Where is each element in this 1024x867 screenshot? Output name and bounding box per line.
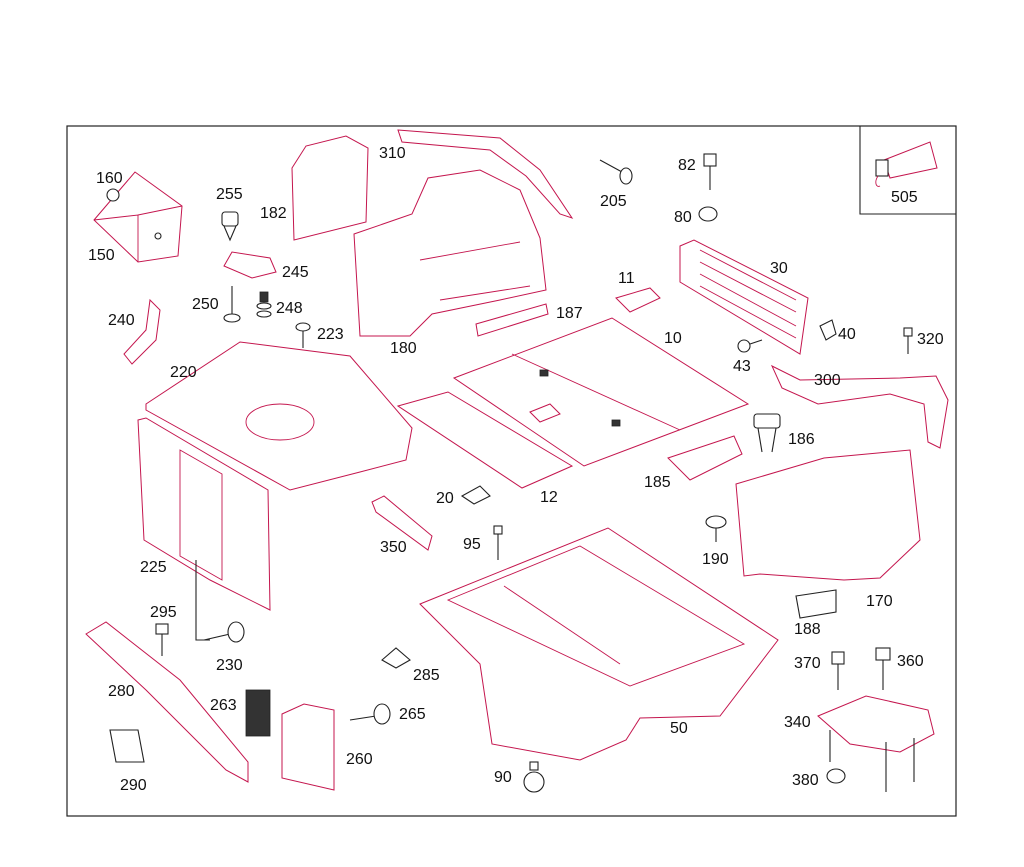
label-180: 180: [390, 340, 417, 357]
part-43-fastener: [737, 339, 763, 353]
label-225: 225: [140, 559, 167, 576]
part-50-tub: [419, 527, 779, 761]
label-186: 186: [788, 431, 815, 448]
part-187-strip: [475, 303, 549, 337]
part-260-panel: [281, 703, 335, 791]
label-12: 12: [540, 489, 558, 506]
part-12-mat: [396, 391, 574, 489]
label-187: 187: [556, 305, 583, 322]
label-248: 248: [276, 300, 303, 317]
part-245-holder: [223, 251, 277, 279]
part-90-plug: [523, 761, 545, 793]
inset-box-505: [859, 126, 956, 215]
label-285: 285: [413, 667, 440, 684]
part-230-bolt: [203, 621, 245, 643]
part-170-side-trim: [735, 449, 921, 581]
label-43: 43: [733, 358, 751, 375]
label-10: 10: [664, 330, 682, 347]
part-370-screw: [831, 651, 845, 690]
label-280: 280: [108, 683, 135, 700]
part-250-screw: [223, 286, 241, 323]
part-186-lamp: [753, 413, 781, 453]
part-160-washer: [106, 188, 120, 202]
label-220: 220: [170, 364, 197, 381]
part-295-screw: [155, 623, 169, 656]
part-82-screw: [703, 153, 717, 190]
part-290-clip: [109, 729, 145, 763]
part-40-clip: [819, 319, 837, 341]
part-182-panel: [291, 135, 369, 241]
label-300: 300: [814, 372, 841, 389]
part-248-bolt: [256, 291, 272, 318]
label-11: 11: [618, 270, 635, 287]
label-245: 245: [282, 264, 309, 281]
label-160: 160: [96, 170, 123, 187]
part-10-floor-panel: [452, 317, 750, 467]
label-50: 50: [670, 720, 688, 737]
part-11-handle: [615, 287, 661, 313]
label-20: 20: [436, 490, 454, 507]
label-170: 170: [866, 593, 893, 610]
part-300-trim: [770, 364, 949, 449]
part-380-grommet: [826, 768, 846, 784]
label-320: 320: [917, 331, 944, 348]
label-40: 40: [838, 326, 856, 343]
label-190: 190: [702, 551, 729, 568]
part-188-bracket: [795, 589, 837, 619]
label-95: 95: [463, 536, 481, 553]
part-225-partition: [137, 417, 271, 611]
label-265: 265: [399, 706, 426, 723]
label-370: 370: [794, 655, 821, 672]
label-350: 350: [380, 539, 407, 556]
label-290: 290: [120, 777, 147, 794]
part-280-sill: [85, 621, 249, 783]
label-255: 255: [216, 186, 243, 203]
label-340: 340: [784, 714, 811, 731]
label-205: 205: [600, 193, 627, 210]
part-340-plate: [817, 695, 935, 753]
part-240-bracket: [123, 298, 161, 365]
label-240: 240: [108, 312, 135, 329]
label-30: 30: [770, 260, 788, 277]
label-230: 230: [216, 657, 243, 674]
part-185-bracket: [667, 435, 743, 481]
part-220-shelf: [145, 341, 413, 491]
part-190-clip: [705, 515, 727, 542]
label-80: 80: [674, 209, 692, 226]
part-255-clip: [221, 211, 239, 242]
part-265-bolt: [349, 703, 391, 725]
part-205-plug: [599, 159, 633, 185]
label-263: 263: [210, 697, 237, 714]
callout-line-225: [195, 560, 210, 641]
label-505: 505: [891, 189, 918, 206]
label-380: 380: [792, 772, 819, 789]
label-82: 82: [678, 157, 696, 174]
part-263-pad: [245, 689, 271, 737]
part-95-clip: [493, 525, 503, 560]
label-185: 185: [644, 474, 671, 491]
label-182: 182: [260, 205, 287, 222]
label-260: 260: [346, 751, 373, 768]
label-295: 295: [150, 604, 177, 621]
part-310-trim: [397, 129, 574, 219]
label-223: 223: [317, 326, 344, 343]
part-505-grease-tube: [875, 141, 938, 187]
part-320-pin: [903, 327, 913, 354]
label-310: 310: [379, 145, 406, 162]
part-350-bracket: [371, 495, 433, 551]
label-360: 360: [897, 653, 924, 670]
label-250: 250: [192, 296, 219, 313]
part-80-nut: [698, 206, 718, 222]
part-360-bolt: [875, 647, 891, 690]
part-180-side-trim: [353, 169, 547, 337]
part-20-clip: [460, 485, 491, 505]
part-285-nut: [381, 647, 411, 669]
label-150: 150: [88, 247, 115, 264]
label-188: 188: [794, 621, 821, 638]
callout-labels: 160 150 255 182 310 205 82 80 245 250 24…: [88, 145, 944, 794]
label-90: 90: [494, 769, 512, 786]
part-223-rivet: [295, 322, 311, 348]
